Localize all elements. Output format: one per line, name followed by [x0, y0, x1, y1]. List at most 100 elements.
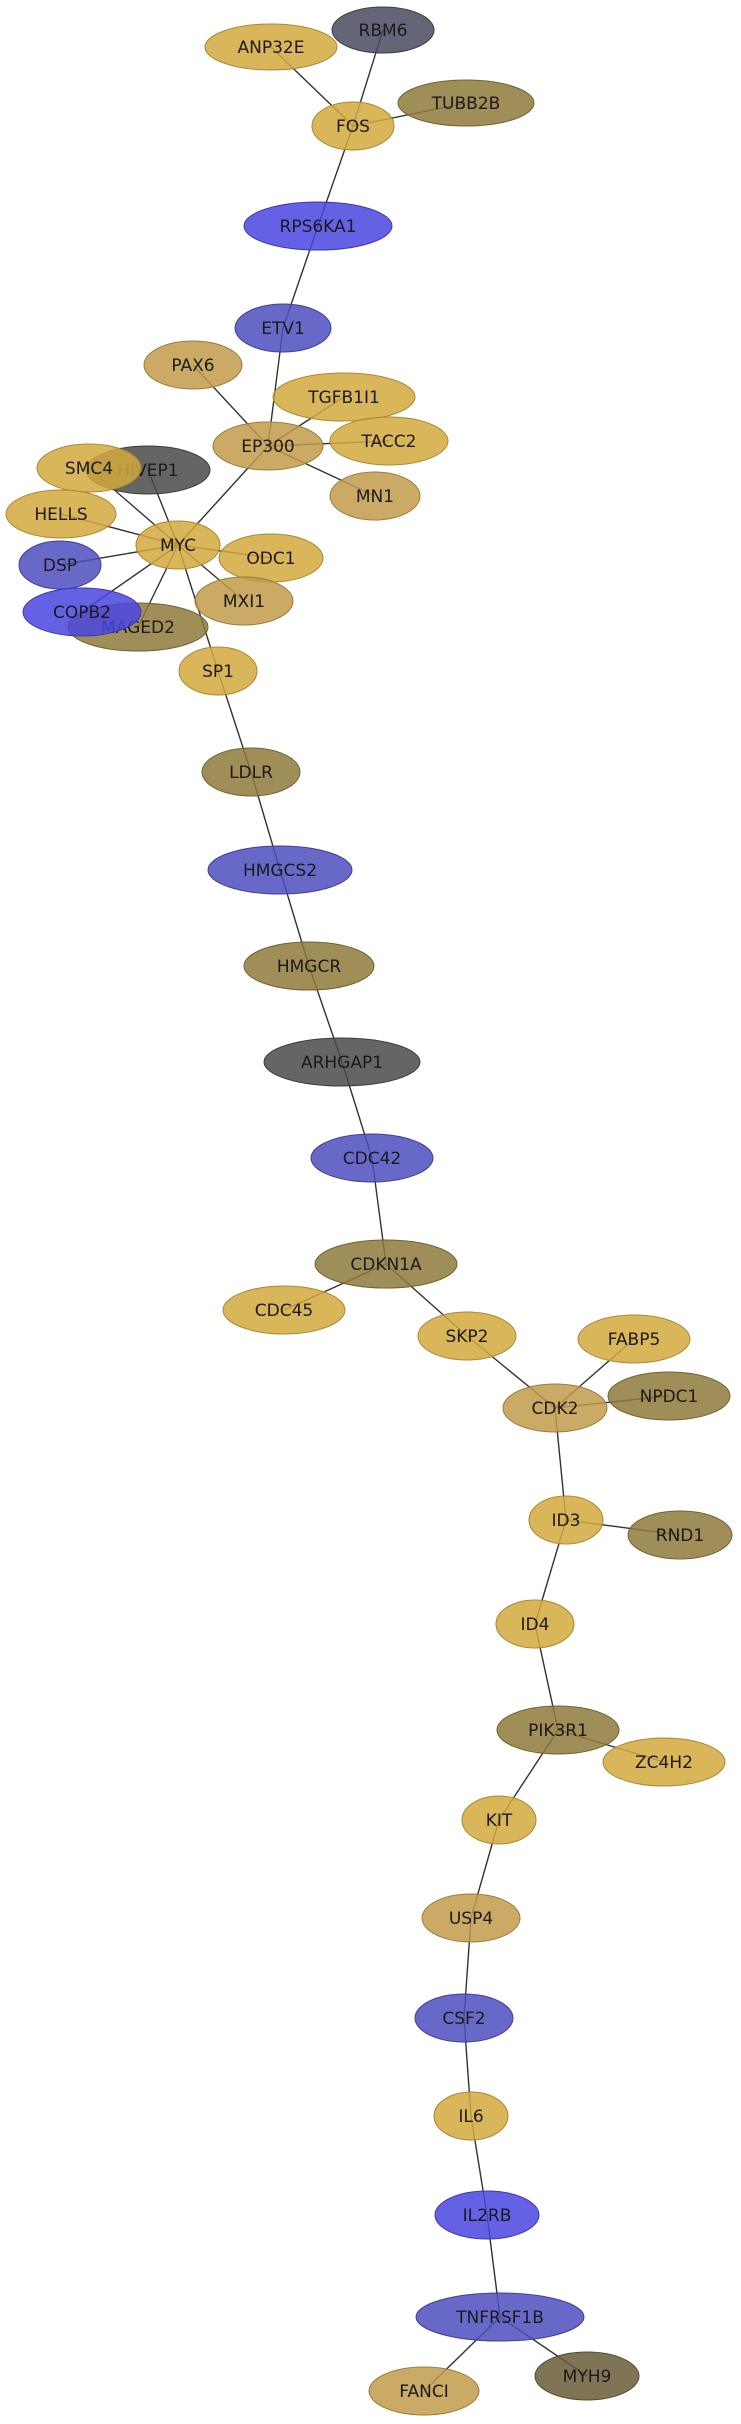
node-label: ANP32E [238, 38, 305, 58]
node-shape [18, 540, 102, 590]
node-label: MYH9 [563, 2367, 612, 2387]
node-il6[interactable]: IL6 [433, 2091, 509, 2141]
node-label: PIK3R1 [528, 1721, 588, 1741]
node-myh9[interactable]: MYH9 [534, 2351, 640, 2401]
node-tubb2b[interactable]: TUBB2B [397, 79, 535, 127]
node-anp32e[interactable]: ANP32E [204, 23, 338, 71]
node-hmgcr[interactable]: HMGCR [243, 941, 375, 991]
node-usp4[interactable]: USP4 [421, 1893, 521, 1943]
node-shape [397, 79, 535, 127]
node-label: CDKN1A [350, 1255, 422, 1275]
node-shape [607, 1371, 731, 1421]
node-label: FOS [336, 117, 370, 137]
node-label: SP1 [202, 662, 234, 682]
node-copb2[interactable]: COPB2 [22, 587, 142, 637]
node-shape [528, 1495, 604, 1545]
node-pax6[interactable]: PAX6 [143, 340, 243, 390]
node-shape [414, 1993, 514, 2043]
node-il2rb[interactable]: IL2RB [434, 2190, 540, 2240]
node-label: HELLS [34, 505, 87, 525]
node-shape [234, 303, 332, 353]
node-label: ID4 [521, 1615, 550, 1635]
node-shape [461, 1795, 537, 1845]
node-label: HMGCR [277, 957, 341, 977]
node-tgfb1i1[interactable]: TGFB1I1 [272, 372, 416, 422]
node-label: PAX6 [171, 356, 214, 376]
node-sp1[interactable]: SP1 [178, 646, 258, 696]
node-skp2[interactable]: SKP2 [417, 1311, 517, 1361]
node-dsp[interactable]: DSP [18, 540, 102, 590]
node-myc[interactable]: MYC [135, 520, 221, 570]
node-shape [135, 520, 221, 570]
node-shape [311, 101, 395, 151]
node-shape [421, 1893, 521, 1943]
node-label: COPB2 [53, 603, 111, 623]
node-ep300[interactable]: EP300 [212, 421, 324, 471]
node-cdc45[interactable]: CDC45 [222, 1285, 346, 1335]
node-shape [577, 1314, 691, 1364]
node-shape [331, 6, 435, 54]
node-label: IL6 [458, 2107, 483, 2127]
node-shape [143, 340, 243, 390]
node-shape [201, 747, 301, 797]
node-fanci[interactable]: FANCI [368, 2366, 480, 2416]
node-label: MN1 [356, 487, 394, 507]
node-shape [496, 1705, 620, 1755]
node-label: ODC1 [246, 549, 295, 569]
node-shape [627, 1510, 733, 1560]
node-rbm6[interactable]: RBM6 [331, 6, 435, 54]
node-mxi1[interactable]: MXI1 [194, 576, 294, 626]
node-smc4[interactable]: SMC4 [36, 443, 142, 493]
node-tacc2[interactable]: TACC2 [329, 416, 449, 466]
node-label: USP4 [449, 1909, 493, 1929]
node-shape [222, 1285, 346, 1335]
node-shape [243, 941, 375, 991]
node-ldlr[interactable]: LDLR [201, 747, 301, 797]
node-rnd1[interactable]: RND1 [627, 1510, 733, 1560]
node-label: ID3 [552, 1511, 581, 1531]
node-cdkn1a[interactable]: CDKN1A [314, 1239, 458, 1289]
node-label: CSF2 [442, 2009, 485, 2029]
node-hells[interactable]: HELLS [5, 489, 117, 539]
node-tnfrsf1b[interactable]: TNFRSF1B [415, 2292, 585, 2342]
node-shape [329, 416, 449, 466]
node-label: TNFRSF1B [455, 2308, 544, 2328]
node-label: ZC4H2 [635, 1753, 693, 1773]
node-shape [417, 1311, 517, 1361]
node-label: RPS6KA1 [280, 217, 357, 237]
node-pik3r1[interactable]: PIK3R1 [496, 1705, 620, 1755]
node-etv1[interactable]: ETV1 [234, 303, 332, 353]
node-shape [502, 1383, 608, 1433]
node-mn1[interactable]: MN1 [329, 471, 421, 521]
node-npdc1[interactable]: NPDC1 [607, 1371, 731, 1421]
node-cdk2[interactable]: CDK2 [502, 1383, 608, 1433]
node-cdc42[interactable]: CDC42 [310, 1133, 434, 1183]
node-fos[interactable]: FOS [311, 101, 395, 151]
node-shape [212, 421, 324, 471]
node-label: KIT [486, 1811, 513, 1831]
node-zc4h2[interactable]: ZC4H2 [602, 1737, 726, 1787]
node-arhgap1[interactable]: ARHGAP1 [263, 1037, 421, 1087]
node-label: ARHGAP1 [301, 1053, 383, 1073]
node-shape [36, 443, 142, 493]
node-kit[interactable]: KIT [461, 1795, 537, 1845]
node-label: TACC2 [361, 432, 417, 452]
node-shape [5, 489, 117, 539]
node-csf2[interactable]: CSF2 [414, 1993, 514, 2043]
node-id4[interactable]: ID4 [495, 1599, 575, 1649]
node-label: HMGCS2 [243, 861, 317, 881]
node-hmgcs2[interactable]: HMGCS2 [207, 845, 353, 895]
node-label: RND1 [656, 1526, 704, 1546]
node-label: EP300 [241, 437, 294, 457]
node-label: IL2RB [463, 2206, 512, 2226]
node-id3[interactable]: ID3 [528, 1495, 604, 1545]
node-shape [602, 1737, 726, 1787]
node-odc1[interactable]: ODC1 [218, 533, 324, 583]
node-shape [368, 2366, 480, 2416]
node-fabp5[interactable]: FABP5 [577, 1314, 691, 1364]
node-label: ETV1 [261, 319, 305, 339]
node-rps6ka1[interactable]: RPS6KA1 [243, 201, 393, 251]
node-label: MXI1 [223, 592, 265, 612]
node-shape [178, 646, 258, 696]
